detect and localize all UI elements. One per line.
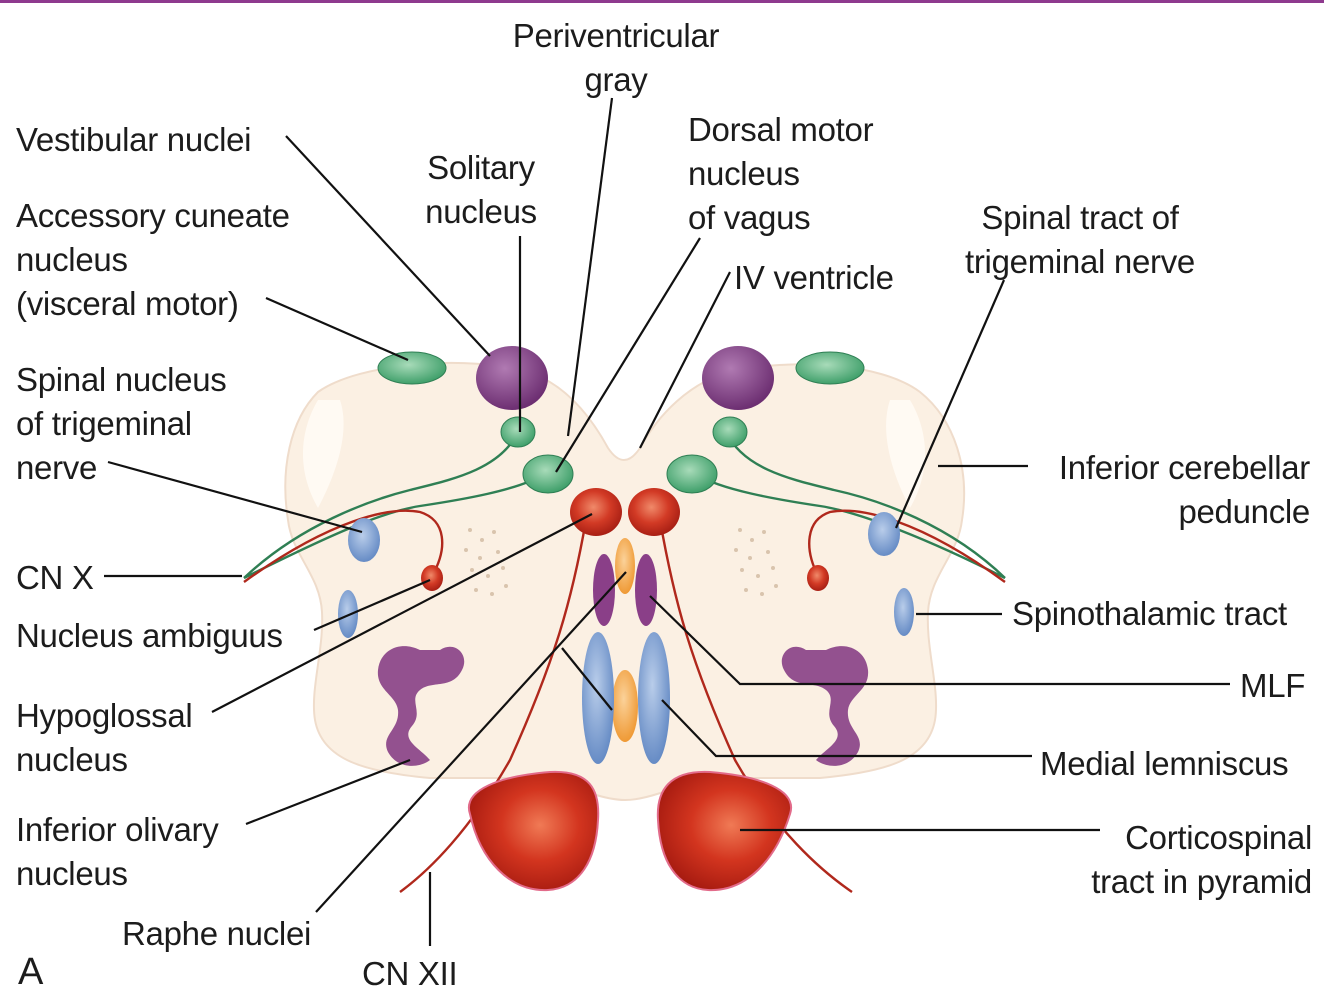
label-line: of vagus	[688, 196, 873, 240]
solitary-nucleus-right	[713, 417, 747, 447]
label-line: nucleus	[688, 152, 873, 196]
panel-letter: A	[18, 950, 43, 994]
label-periventricular-gray: Periventricular gray	[494, 14, 738, 102]
label-line: nucleus	[16, 738, 192, 782]
label-nucleus-ambiguus: Nucleus ambiguus	[16, 614, 283, 658]
label-line: Spinal tract of	[946, 196, 1214, 240]
label-line: nerve	[16, 446, 226, 490]
nucleus-ambiguus-right	[807, 565, 829, 591]
vestibular-nuclei-right	[702, 346, 774, 410]
label-line: Inferior olivary	[16, 808, 218, 852]
label-inferior-cerebellar-peduncle: Inferior cerebellar peduncle	[1012, 446, 1310, 534]
nucleus-ambiguus-left	[421, 565, 443, 591]
label-line: tract in pyramid	[1060, 860, 1312, 904]
label-line: Hypoglossal	[16, 694, 192, 738]
spinal-nucleus-trigeminal-left	[348, 518, 380, 562]
label-line: (visceral motor)	[16, 282, 290, 326]
label-line: nucleus	[412, 190, 550, 234]
label-raphe-nuclei: Raphe nuclei	[122, 912, 311, 956]
label-line: Inferior cerebellar	[1012, 446, 1310, 490]
raphe-nucleus-lower	[612, 670, 638, 742]
medial-lemniscus-right	[638, 632, 670, 764]
spinothalamic-tract-left	[338, 590, 358, 638]
label-spinal-tract-trigeminal: Spinal tract of trigeminal nerve	[946, 196, 1214, 284]
label-line: nucleus	[16, 852, 218, 896]
label-corticospinal-tract: Corticospinal tract in pyramid	[1060, 816, 1312, 904]
label-dorsal-motor-nucleus-vagus: Dorsal motor nucleus of vagus	[688, 108, 873, 240]
label-solitary-nucleus: Solitary nucleus	[412, 146, 550, 234]
label-line: Periventricular	[494, 14, 738, 58]
label-line: nucleus	[16, 238, 290, 282]
label-inferior-olivary-nucleus: Inferior olivary nucleus	[16, 808, 218, 896]
label-mlf: MLF	[1240, 664, 1305, 708]
label-line: trigeminal nerve	[946, 240, 1214, 284]
label-line: Accessory cuneate	[16, 194, 290, 238]
label-vestibular-nuclei: Vestibular nuclei	[16, 118, 251, 162]
corticospinal-pyramid-left	[469, 772, 598, 890]
vestibular-nuclei-left	[476, 346, 548, 410]
accessory-cuneate-nucleus-right	[796, 352, 864, 384]
solitary-nucleus-left	[501, 417, 535, 447]
label-line: Solitary	[412, 146, 550, 190]
label-iv-ventricle: IV ventricle	[734, 256, 894, 300]
accessory-cuneate-nucleus-left	[378, 352, 446, 384]
label-line: of trigeminal	[16, 402, 226, 446]
label-line: Corticospinal	[1060, 816, 1312, 860]
hypoglossal-nucleus-right	[628, 488, 680, 536]
medial-lemniscus-left	[582, 632, 614, 764]
dorsal-motor-vagus-right	[667, 455, 717, 493]
label-line: Spinal nucleus	[16, 358, 226, 402]
spinal-nucleus-trigeminal-right	[868, 512, 900, 556]
mlf-left	[593, 554, 615, 626]
label-accessory-cuneate-nucleus: Accessory cuneate nucleus (visceral moto…	[16, 194, 290, 326]
mlf-right	[635, 554, 657, 626]
label-cn-x: CN X	[16, 556, 94, 600]
raphe-nucleus-upper	[615, 538, 635, 594]
label-spinal-nucleus-trigeminal: Spinal nucleus of trigeminal nerve	[16, 358, 226, 490]
label-hypoglossal-nucleus: Hypoglossal nucleus	[16, 694, 192, 782]
spinothalamic-tract-right	[894, 588, 914, 636]
label-spinothalamic-tract: Spinothalamic tract	[1012, 592, 1287, 636]
label-medial-lemniscus: Medial lemniscus	[1040, 742, 1288, 786]
label-cn-xii: CN XII	[362, 952, 457, 994]
label-line: peduncle	[1012, 490, 1310, 534]
label-line: gray	[494, 58, 738, 102]
dorsal-motor-vagus-left	[523, 455, 573, 493]
label-line: Dorsal motor	[688, 108, 873, 152]
hypoglossal-nucleus-left	[570, 488, 622, 536]
